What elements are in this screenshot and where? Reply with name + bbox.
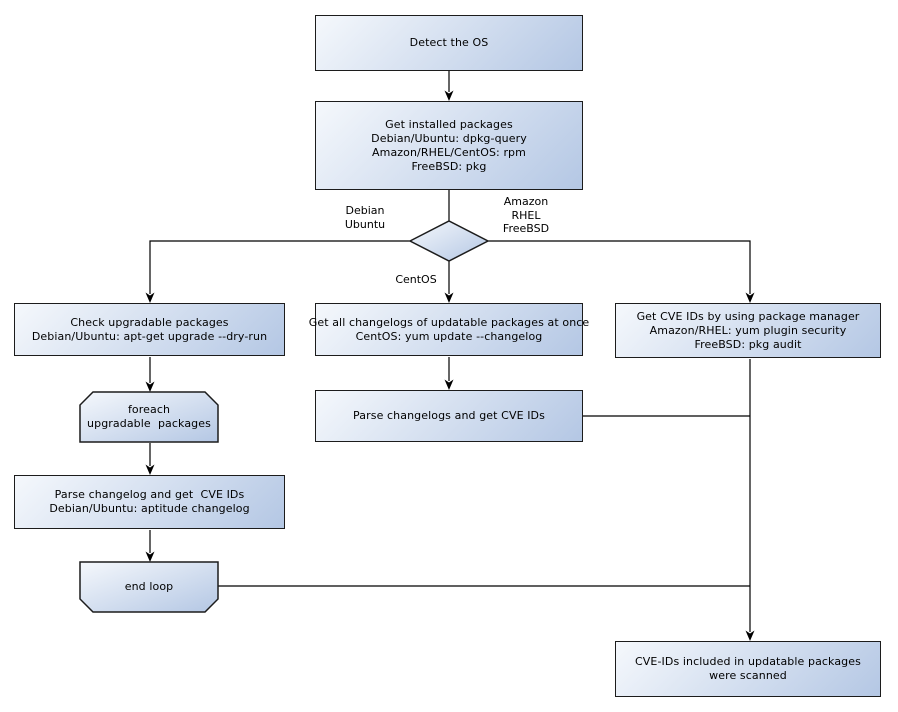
arrowhead-getcve: [745, 292, 755, 303]
connector-decision-to-getcve: [488, 240, 751, 294]
edge-label-debian-ubuntu: Debian Ubuntu: [344, 204, 386, 231]
node-detect-os-label: Detect the OS: [409, 36, 489, 49]
arrowhead-check: [145, 292, 155, 303]
arrowhead-endloop: [145, 551, 155, 562]
node-parse-changelogs-mid-label: Parse changelogs and get CVE IDs: [353, 409, 545, 422]
node-end-loop: end loop: [80, 562, 218, 612]
os-decision-diamond: [408, 220, 490, 262]
end-loop-shape: [79, 561, 219, 613]
node-detect-os: Detect the OS: [315, 15, 583, 71]
node-parse-changelogs-mid: Parse changelogs and get CVE IDs: [315, 390, 583, 442]
node-parse-changelog-left-label: Parse changelog and get CVE IDs Debian/U…: [49, 488, 250, 515]
arrowhead-installed: [444, 90, 454, 101]
arrowhead-parseleft: [145, 464, 155, 475]
node-check-upgradable-label: Check upgradable packages Debian/Ubuntu:…: [31, 315, 268, 343]
foreach-loop-shape: [79, 391, 219, 443]
arrowhead-changelogs: [444, 292, 454, 303]
node-foreach-loop-start-label: foreach upgradable packages: [87, 403, 211, 430]
node-get-cve-ids-pkg-mgr-label: Get CVE IDs by using package manager Ama…: [636, 309, 860, 351]
arrowhead-parsemid: [444, 379, 454, 390]
edge-label-amazon-rhel-freebsd: Amazon RHEL FreeBSD: [502, 195, 550, 235]
node-get-all-changelogs-label: Get all changelogs of updatable packages…: [308, 315, 590, 343]
node-scanned-result: CVE-IDs included in updatable packages w…: [615, 641, 881, 697]
node-get-installed-packages: Get installed packages Debian/Ubuntu: dp…: [315, 101, 583, 190]
arrowhead-foreach: [145, 381, 155, 392]
node-get-all-changelogs: Get all changelogs of updatable packages…: [309, 303, 589, 356]
connector-decision-to-check: [149, 240, 410, 294]
node-end-loop-label: end loop: [124, 580, 174, 593]
edge-label-centos: CentOS: [395, 273, 437, 286]
node-scanned-result-label: CVE-IDs included in updatable packages w…: [635, 655, 861, 682]
node-foreach-loop-start: foreach upgradable packages: [80, 392, 218, 442]
node-get-cve-ids-pkg-mgr: Get CVE IDs by using package manager Ama…: [615, 303, 881, 358]
node-parse-changelog-left: Parse changelog and get CVE IDs Debian/U…: [14, 475, 285, 529]
node-check-upgradable: Check upgradable packages Debian/Ubuntu:…: [14, 303, 285, 356]
node-get-installed-packages-label: Get installed packages Debian/Ubuntu: dp…: [371, 117, 527, 173]
arrowhead-scanned: [745, 630, 755, 641]
